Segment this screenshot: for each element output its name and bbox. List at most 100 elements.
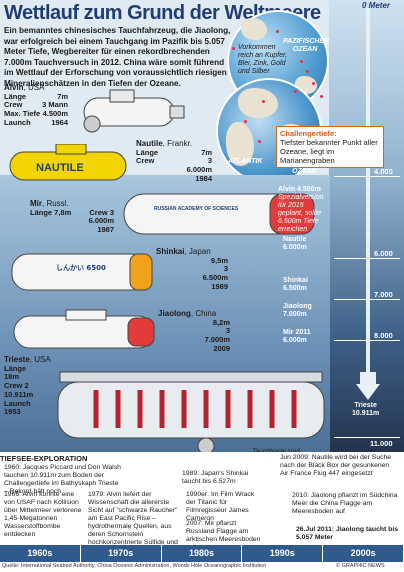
alvin-crew-label: Crew (4, 100, 23, 110)
jiaolong-launch: 2009 (213, 343, 230, 353)
mir-hull-label: RUSSIAN ACADEMY OF SCIENCES (154, 206, 239, 212)
shinkai-crew: 3 (223, 264, 228, 274)
alvin-length-label: Länge (4, 91, 27, 101)
atlantic-label: ATLANTIK (228, 158, 263, 165)
shinkai-length: 9,5m (210, 255, 228, 265)
shinkai-stats: Shinkai, Japan 9,5m 3 6.500m 1989 (156, 247, 228, 292)
jiaolong-name: Jiaolong (158, 309, 191, 318)
timeline-heading: TIEFSEE-EXPLORATION (0, 454, 88, 463)
depth-mark-7000: 7.000 (374, 290, 393, 299)
nautile-country: , Frankr. (162, 139, 193, 148)
depth-mark-8000: 8.000 (374, 331, 393, 340)
trieste-sub-image (57, 371, 325, 454)
depth-mark-6000: 6.000 (374, 249, 393, 258)
jiaolong-sub-image (13, 309, 155, 349)
trieste-depth: 10.911m (4, 389, 34, 399)
decade-1980s: 1980s (162, 545, 243, 562)
depth-tick (334, 258, 400, 259)
nautile-sub-image: NAUTILE (9, 144, 127, 181)
deposit-marker-icon (232, 47, 235, 50)
nautile-crew-label: Crew (136, 156, 155, 166)
trieste-crew-label: Crew (4, 381, 23, 391)
nautile-name: Nautile (136, 139, 163, 148)
nautile-stats: Nautile, Frankr. Länge 7m Crew 3 6.000m 19… (136, 139, 212, 184)
alvin-sub-image (83, 89, 185, 133)
alvin-note-text: Spezialversion für 2015 geplant, sollte … (278, 194, 324, 233)
decade-1990s: 1990s (242, 545, 324, 562)
timeline-event-2011: 26.Jul 2011: Jiaolong taucht bis 5.057 M… (296, 526, 398, 541)
depth-tick (334, 437, 400, 438)
timeline-event-1989: 1989: Japan's Shinkai taucht bis 6.527m (182, 470, 249, 485)
depth-mark-11000: 11.000 (370, 439, 393, 448)
page-title: Wettlauf zum Grund der Weltmeere (4, 2, 321, 24)
jiaolong-crew: 3 (225, 326, 230, 336)
deposits-label: Vorkommen reich an Kupfer, Blei, Zink, G… (238, 44, 288, 75)
mir-name: Mir (30, 199, 42, 208)
shinkai-name: Shinkai (156, 247, 185, 256)
alvin-depth-label: Max. Tiefe (4, 109, 41, 119)
deposits-legend (232, 44, 235, 50)
copyright: © GRAPHIC NEWS (336, 563, 385, 569)
nautile-hull-label: NAUTILE (36, 162, 84, 174)
jiaolong-length: 8,2m (212, 317, 230, 327)
trieste-name: Trieste (4, 355, 30, 364)
mir-depth: 6.000m (88, 216, 114, 226)
source-note: Quelle: International Seabed Authority, … (2, 563, 267, 569)
alvin-note: Alvin 4.500m Spezialversion für 2015 gep… (278, 186, 326, 234)
decade-bar: 1960s 1970s 1980s 1990s 2000s (0, 545, 404, 562)
timeline-event-2007: 2007: Mir pflanzt Russland Flagge am ark… (186, 520, 261, 543)
timeline-event-1990s: 1990er: Im Film Wrack der Titanic für Fi… (186, 491, 255, 522)
shinkai-country: , Japan (184, 247, 211, 256)
mir-sub-image: RUSSIAN ACADEMY OF SCIENCES (123, 193, 315, 235)
nautile-launch: 1984 (195, 173, 212, 183)
depth-mark-4000: 4.000 (374, 167, 393, 176)
alvin-launch-label: Launch (4, 117, 31, 127)
trieste-launch: 1953 (4, 407, 21, 417)
shinkai-depth: 6.500m (202, 273, 228, 283)
decade-1960s: 1960s (0, 545, 81, 562)
timeline-event-1966: 1966: Alvin konnte eine von USAF nach Ko… (4, 491, 82, 538)
trieste-country: , USA (29, 355, 51, 364)
mir-country: , Russl. (42, 199, 69, 208)
jiaolong-depth: 7.000m (204, 335, 230, 345)
depth-top-label: 0 Meter (362, 1, 391, 10)
depth-arrow-icon (356, 372, 380, 400)
challenger-deep-box: Challengertiefe: Tiefster bekannter Punk… (276, 126, 384, 168)
alvin-depth: 4.500m (42, 109, 68, 119)
depth-tick (334, 299, 400, 300)
nautile-length-label: Länge (136, 147, 159, 157)
decade-2000s: 2000s (323, 545, 404, 562)
alvin-country: , USA (23, 83, 45, 92)
pacific-label: PAZIFISCHER OZEAN (283, 38, 330, 53)
depth-gauge-line (366, 8, 370, 388)
decade-1970s: 1970s (81, 545, 162, 562)
trieste-stats: Trieste, USA Länge 18m Crew 2 10.911m La… (4, 355, 60, 417)
challenger-heading: Challengertiefe: (280, 129, 337, 138)
jiaolong-stats: Jiaolong, China 8,2m 3 7.000m 2009 (158, 309, 230, 354)
mir-crew: Crew 3 (89, 207, 114, 217)
shinkai-sub-image: しんかい 6500 (11, 253, 153, 291)
alvin-length: 7m (57, 91, 68, 101)
timeline-event-2009: Jun 2009: Nautile wird bei der Suche nac… (280, 454, 392, 477)
shinkai-launch: 1989 (211, 281, 228, 291)
alvin-crew: 3 Mann (42, 100, 68, 110)
shinkai-hull-label: しんかい 6500 (56, 264, 106, 272)
nautile-depth: 6.000m (186, 165, 212, 175)
nautile-length: 7m (201, 147, 212, 157)
trieste-length-label: Länge (4, 363, 27, 373)
nautile-crew: 3 (207, 156, 212, 166)
timeline-event-2010: 2010: Jiaolong pflanzt im Südchina Meer … (292, 492, 398, 515)
jiaolong-country: , China (190, 309, 217, 318)
depth-tick (334, 340, 400, 341)
alvin-note-head: Alvin 4.500m (278, 186, 321, 193)
challenger-text: Tiefster bekannter Punkt aller Ozeane, l… (280, 138, 378, 165)
trieste-length: 18m (4, 372, 20, 382)
trieste-crew: 2 (24, 381, 29, 391)
